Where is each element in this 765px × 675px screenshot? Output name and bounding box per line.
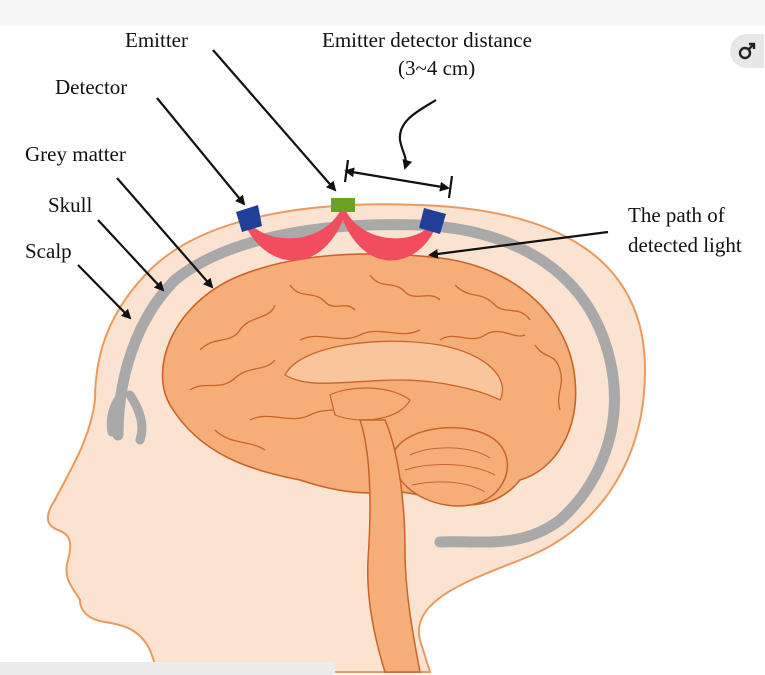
label-scalp: Scalp [25,239,72,263]
arrow-skull [98,220,163,290]
distance-tick-left [345,160,348,182]
label-emitter: Emitter [125,28,188,52]
label-distance-line2: (3~4 cm) [398,56,475,80]
arrow-distance-span [352,172,448,188]
label-distance-line1: Emitter detector distance [322,28,532,52]
distance-tick-right [449,176,452,198]
label-path-line1: The path of [628,203,725,227]
emitter-marker [331,198,355,212]
arrow-detector [157,98,244,204]
gender-toggle-button[interactable] [730,34,764,68]
gender-male-icon [738,42,756,60]
label-detector: Detector [55,75,127,99]
label-skull: Skull [48,193,93,217]
arrow-emitter [213,50,335,190]
label-grey-matter: Grey matter [25,142,126,166]
arrow-distance-pointer [400,100,436,168]
label-path-line2: detected light [628,233,742,257]
arrow-scalp [78,265,130,318]
caption-strip [0,662,335,675]
